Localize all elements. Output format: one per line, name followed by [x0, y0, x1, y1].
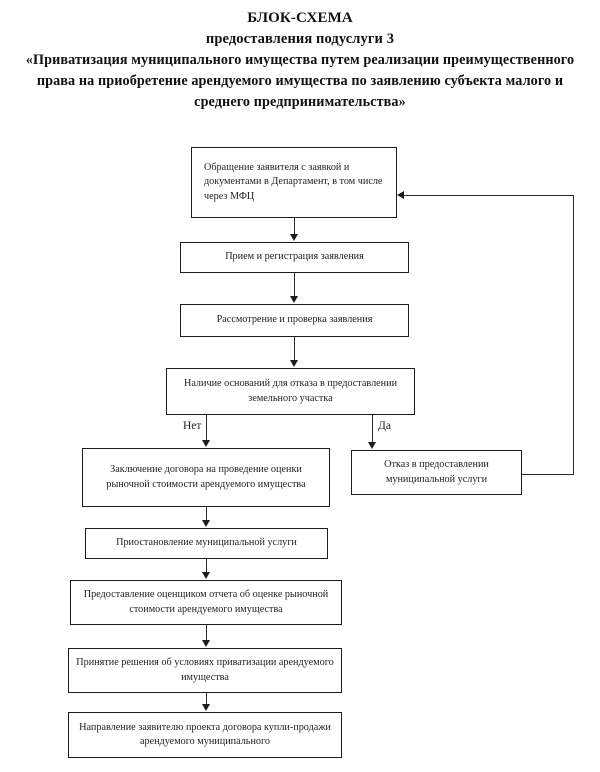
flow-node-registration: Прием и регистрация заявления	[180, 242, 409, 273]
arrowhead-n4-n6	[367, 442, 376, 449]
flow-node-privatization-decision: Принятие решения об условиях приватизаци…	[68, 648, 342, 693]
flow-node-valuation-contract: Заключение договора на проведение оценки…	[82, 448, 330, 507]
flow-node-refusal-grounds-decision: Наличие оснований для отказа в предостав…	[166, 368, 415, 415]
page-title: БЛОК-СХЕМА предоставления подуслуги 3 «П…	[0, 8, 600, 113]
flow-node-label: Предоставление оценщиком отчета об оценк…	[83, 589, 329, 615]
flow-node-review-and-check: Рассмотрение и проверка заявления	[180, 304, 409, 337]
flow-node-application-submission: Обращение заявителя с заявкой и документ…	[191, 147, 397, 218]
arrowhead-n7-n8	[201, 572, 210, 579]
flow-node-contract-draft-delivery: Направление заявителю проекта договора к…	[68, 712, 342, 758]
loop-segment-right	[573, 195, 574, 475]
flow-node-label: Направление заявителю проекта договора к…	[79, 721, 331, 748]
flow-node-label: Приостановление муниципальной услуги	[116, 537, 297, 549]
flow-node-service-suspension: Приостановление муниципальной услуги	[85, 528, 328, 559]
connector-n2-n3	[294, 273, 295, 297]
connector-n4-n5	[206, 415, 207, 441]
connector-n4-n6	[372, 415, 373, 443]
connector-n5-n7	[206, 507, 207, 521]
arrowhead-n4-n5	[201, 440, 210, 447]
branch-label-no: Нет	[183, 420, 202, 432]
flow-node-appraiser-report: Предоставление оценщиком отчета об оценк…	[70, 580, 342, 625]
title-line-service-name: «Приватизация муниципального имущества п…	[25, 52, 575, 110]
flow-node-label: Прием и регистрация заявления	[225, 251, 364, 263]
arrowhead-n1-n2	[289, 234, 298, 241]
loop-segment-top	[404, 195, 574, 196]
arrowhead-loop-to-n1	[397, 190, 404, 199]
flow-node-label: Рассмотрение и проверка заявления	[216, 314, 373, 326]
flow-node-label: Обращение заявителя с заявкой и документ…	[204, 161, 383, 202]
connector-n7-n8	[206, 559, 207, 573]
connector-n8-n9	[206, 625, 207, 641]
flow-node-service-refusal: Отказ в предоставлении муниципальной усл…	[351, 450, 522, 495]
flow-node-label: Заключение договора на проведение оценки…	[106, 464, 306, 490]
flow-node-label: Отказ в предоставлении муниципальной усл…	[384, 459, 489, 485]
title-line-main: БЛОК-СХЕМА	[247, 10, 353, 26]
connector-n1-n2	[294, 218, 295, 235]
flow-node-label: Наличие оснований для отказа в предостав…	[183, 378, 398, 404]
arrowhead-n9-n10	[201, 704, 210, 711]
arrowhead-n3-n4	[289, 360, 298, 367]
branch-label-yes: Да	[378, 420, 391, 432]
connector-n9-n10	[206, 693, 207, 705]
title-line-subtitle: предоставления подуслуги 3	[205, 31, 395, 47]
loop-segment-bottom	[522, 474, 573, 475]
arrowhead-n8-n9	[201, 640, 210, 647]
flow-node-label: Принятие решения об условиях приватизаци…	[76, 657, 334, 683]
arrowhead-n5-n7	[201, 520, 210, 527]
connector-n3-n4	[294, 337, 295, 361]
arrowhead-n2-n3	[289, 296, 298, 303]
